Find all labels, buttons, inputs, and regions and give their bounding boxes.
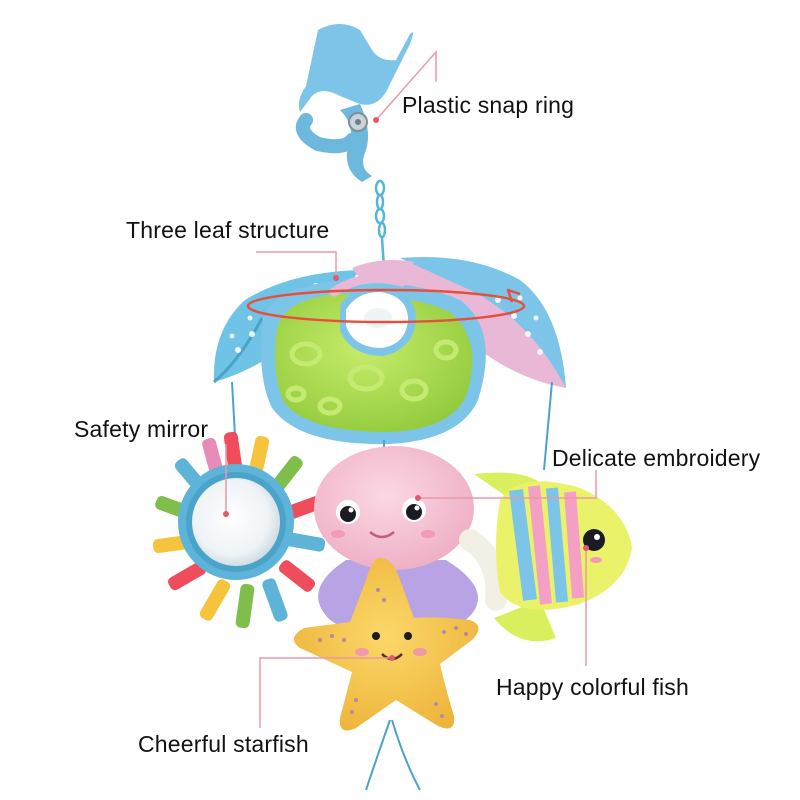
label-fish: Happy colorful fish [496,674,689,700]
safety-mirror [178,464,294,580]
label-mirror: Safety mirror [74,416,209,442]
callout-dots [223,117,589,661]
snap-clip [296,24,413,182]
rotation-arrow [246,288,526,324]
colorful-fish [474,472,632,642]
label-embroidery: Delicate embroidery [552,445,761,471]
jellyfish-dome [261,274,486,445]
hanging-chain [374,179,387,269]
label-leaf-structure: Three leaf structure [126,217,330,243]
label-snap-ring: Plastic snap ring [402,92,575,118]
label-starfish: Cheerful starfish [138,731,309,757]
callout-lines [225,50,597,728]
starfish [293,557,479,731]
